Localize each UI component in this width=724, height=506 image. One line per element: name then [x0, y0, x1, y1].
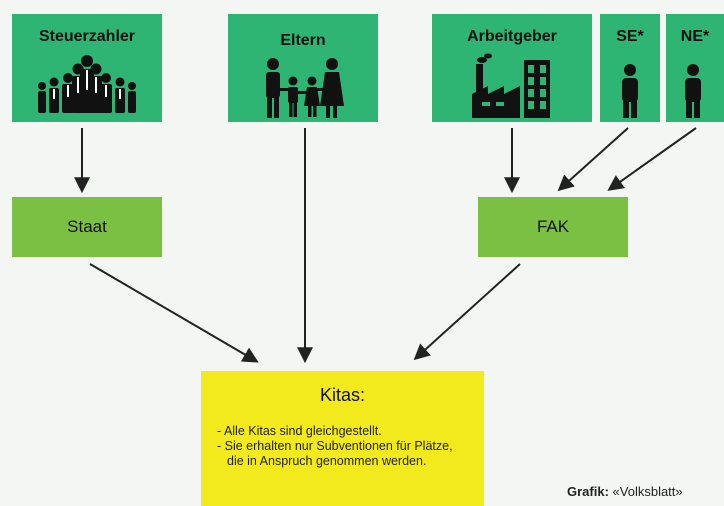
- eltern-box: Eltern: [228, 14, 378, 122]
- staat-label: Staat: [67, 217, 107, 236]
- staat-box: Staat: [12, 197, 162, 257]
- factory-icon: [472, 53, 550, 118]
- arrow-staat-kitas: [89, 263, 259, 363]
- kitas-point: - Sie erhalten nur Subventionen für Plät…: [217, 439, 453, 468]
- ne-box: NE*: [666, 14, 724, 122]
- credit-label: Grafik:: [567, 484, 609, 499]
- ne-label: NE*: [680, 28, 710, 45]
- graphic-credit: Grafik: «Volksblatt»: [567, 484, 683, 499]
- arrow-ne-fak: [607, 127, 697, 191]
- arrow-se-fak: [557, 127, 629, 192]
- kitas-box: Kitas: - Alle Kitas sind gleichgestellt.…: [201, 371, 484, 506]
- kitas-points: - Alle Kitas sind gleichgestellt. - Sie …: [217, 424, 457, 469]
- person-icon: [622, 64, 638, 118]
- person-icon: [685, 64, 701, 118]
- se-box: SE*: [600, 14, 660, 122]
- arbeitgeber-box: Arbeitgeber: [432, 14, 592, 122]
- steuerzahler-box: Steuerzahler: [12, 14, 162, 122]
- eltern-label: Eltern: [280, 32, 326, 49]
- se-label: SE*: [616, 28, 644, 45]
- arrow-fak-kitas: [413, 263, 521, 361]
- kitas-title: Kitas:: [319, 385, 366, 405]
- credit-source: «Volksblatt»: [612, 484, 683, 499]
- crowd-icon: [38, 55, 136, 113]
- family-icon: [266, 58, 344, 118]
- fak-label: FAK: [536, 217, 570, 236]
- steuerzahler-label: Steuerzahler: [38, 28, 136, 45]
- arbeitgeber-label: Arbeitgeber: [467, 28, 557, 45]
- fak-box: FAK: [478, 197, 628, 257]
- kitas-point: - Alle Kitas sind gleichgestellt.: [217, 424, 382, 438]
